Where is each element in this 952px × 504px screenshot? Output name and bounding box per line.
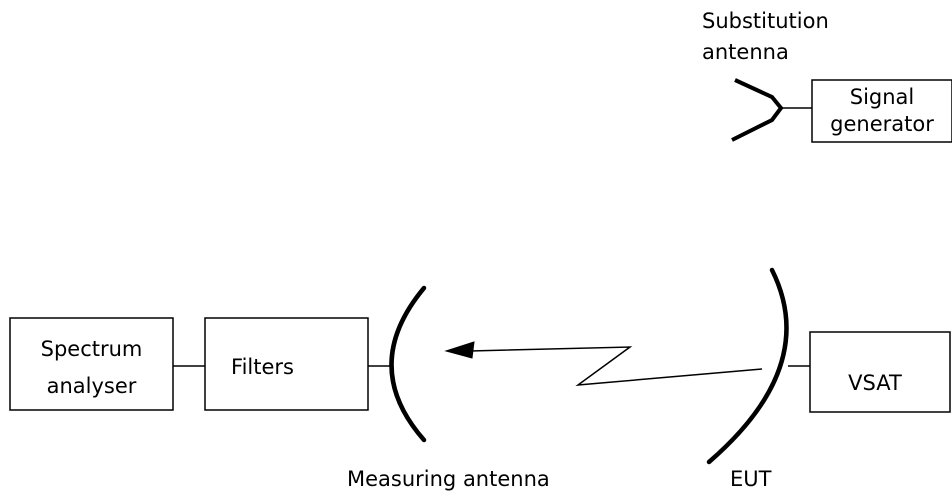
spectrum-analyser-label-line2: analyser bbox=[46, 374, 137, 398]
spectrum-analyser-label-line1: Spectrum bbox=[40, 337, 143, 361]
signal-generator-label-line1: Signal bbox=[849, 85, 915, 109]
vsat-box bbox=[809, 331, 951, 413]
measuring-antenna-label: Measuring antenna bbox=[347, 467, 550, 491]
signal-generator-box bbox=[811, 79, 952, 143]
substitution-antenna-label-line2: antenna bbox=[702, 40, 789, 64]
vsat-label: VSAT bbox=[848, 371, 902, 395]
substitution-antenna-icon bbox=[731, 78, 784, 142]
substitution-antenna-label-line1: Substitution bbox=[702, 9, 829, 33]
radiation-path-arrow-icon bbox=[444, 341, 763, 386]
measuring-antenna-icon bbox=[389, 285, 427, 443]
eut-antenna-icon bbox=[706, 267, 789, 465]
eut-label: EUT bbox=[730, 467, 772, 491]
spectrum-analyser-box bbox=[9, 317, 174, 411]
filters-label: Filters bbox=[231, 355, 294, 379]
filters-box bbox=[204, 317, 369, 411]
signal-generator-label-line2: generator bbox=[830, 112, 934, 136]
